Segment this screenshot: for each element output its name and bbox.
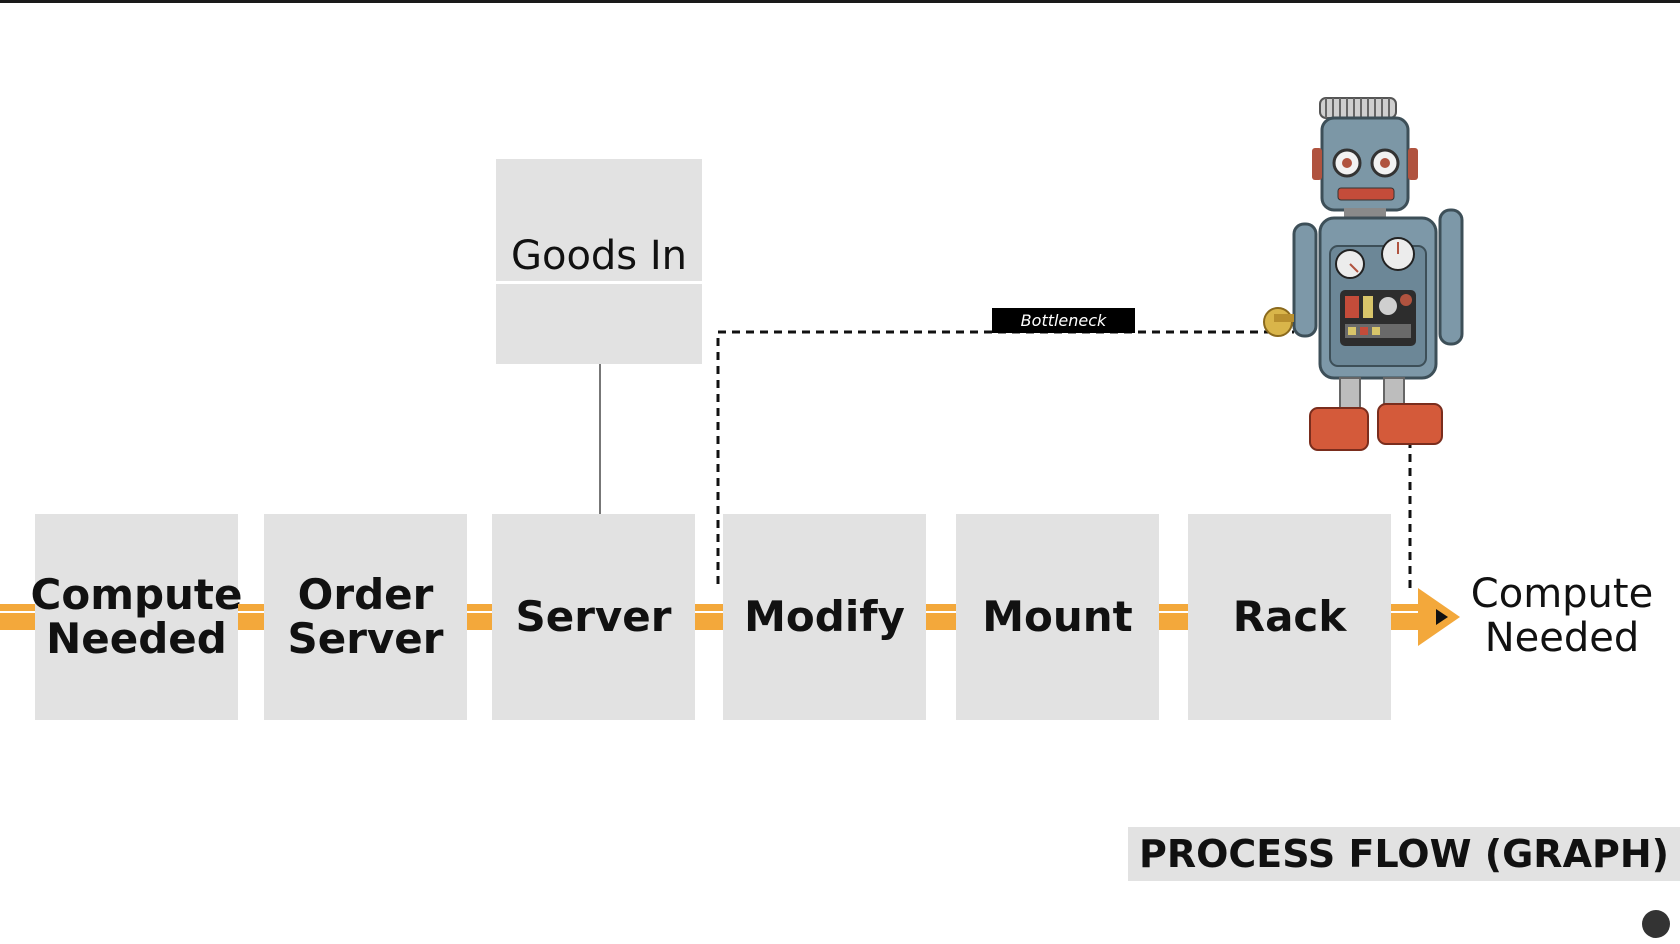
step-rack: Rack bbox=[1188, 514, 1391, 720]
goods-in-divider bbox=[496, 281, 702, 284]
step-compute-needed: Compute Needed bbox=[31, 514, 242, 720]
step-server: Server bbox=[492, 514, 695, 720]
connector-start bbox=[0, 604, 35, 630]
step-order-server-line1: Order bbox=[297, 570, 434, 619]
step-rack-label: Rack bbox=[1232, 592, 1347, 641]
step-order-server-line2: Server bbox=[287, 614, 444, 663]
step-modify: Modify bbox=[723, 514, 926, 720]
goods-in-label: Goods In bbox=[510, 233, 688, 279]
step-modify-label: Modify bbox=[744, 592, 905, 641]
tin-robot-icon bbox=[1263, 97, 1464, 451]
step-mount-label: Mount bbox=[982, 592, 1133, 641]
step-compute-needed-line1: Compute bbox=[30, 570, 243, 619]
end-arrow bbox=[1391, 588, 1460, 646]
connector-4 bbox=[926, 604, 956, 630]
connector-2 bbox=[467, 604, 492, 630]
step-server-label: Server bbox=[515, 592, 672, 641]
goods-in-connector-line bbox=[599, 364, 601, 514]
footer-title: PROCESS FLOW (GRAPH) bbox=[1128, 827, 1680, 881]
bottleneck-label: Bottleneck bbox=[992, 308, 1135, 333]
end-label-line2: Needed bbox=[1484, 615, 1640, 661]
end-label-line1: Compute bbox=[1470, 571, 1654, 617]
goods-in-box: Goods In bbox=[496, 159, 702, 364]
connector-3 bbox=[695, 604, 723, 630]
step-compute-needed-line2: Needed bbox=[46, 614, 227, 663]
caption-icon[interactable] bbox=[1642, 910, 1670, 938]
step-mount: Mount bbox=[956, 514, 1159, 720]
connector-1 bbox=[238, 604, 264, 630]
connector-5 bbox=[1159, 604, 1188, 630]
end-label: Compute Needed bbox=[1462, 572, 1662, 660]
top-border bbox=[0, 0, 1680, 3]
step-order-server: Order Server bbox=[264, 514, 467, 720]
